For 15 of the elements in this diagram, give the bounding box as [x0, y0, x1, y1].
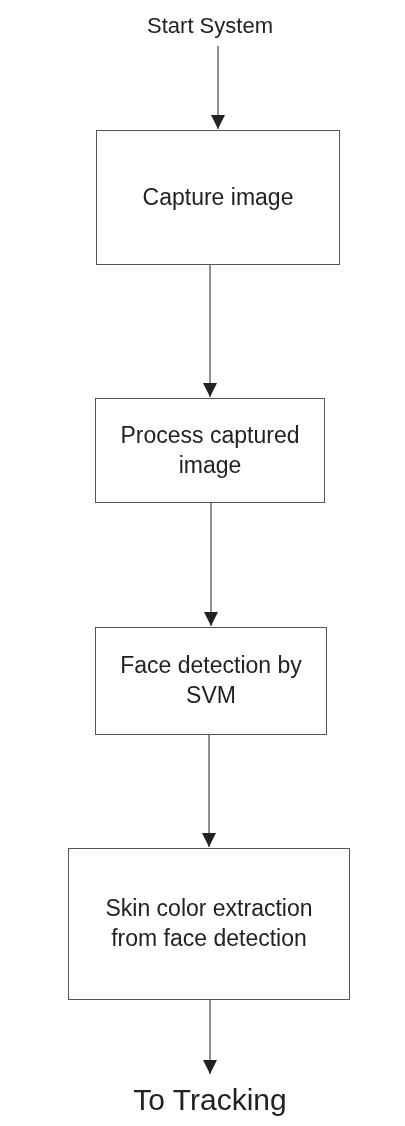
arrow [204, 502, 218, 627]
process-box [95, 627, 327, 735]
arrow [211, 45, 225, 130]
process-box [95, 398, 325, 503]
arrow [202, 734, 216, 848]
flow-label: To Tracking [100, 1078, 320, 1122]
arrow [203, 264, 217, 398]
process-box [96, 130, 340, 265]
box-text: Face detection by SVM [119, 651, 303, 710]
box-text: Capture image [142, 182, 294, 212]
flow-label: Start System [120, 8, 300, 44]
box-text: Process captured image [119, 420, 301, 480]
process-box [68, 848, 350, 1000]
box-text: Skin color extraction from face detection [104, 894, 314, 953]
arrow [203, 999, 217, 1075]
